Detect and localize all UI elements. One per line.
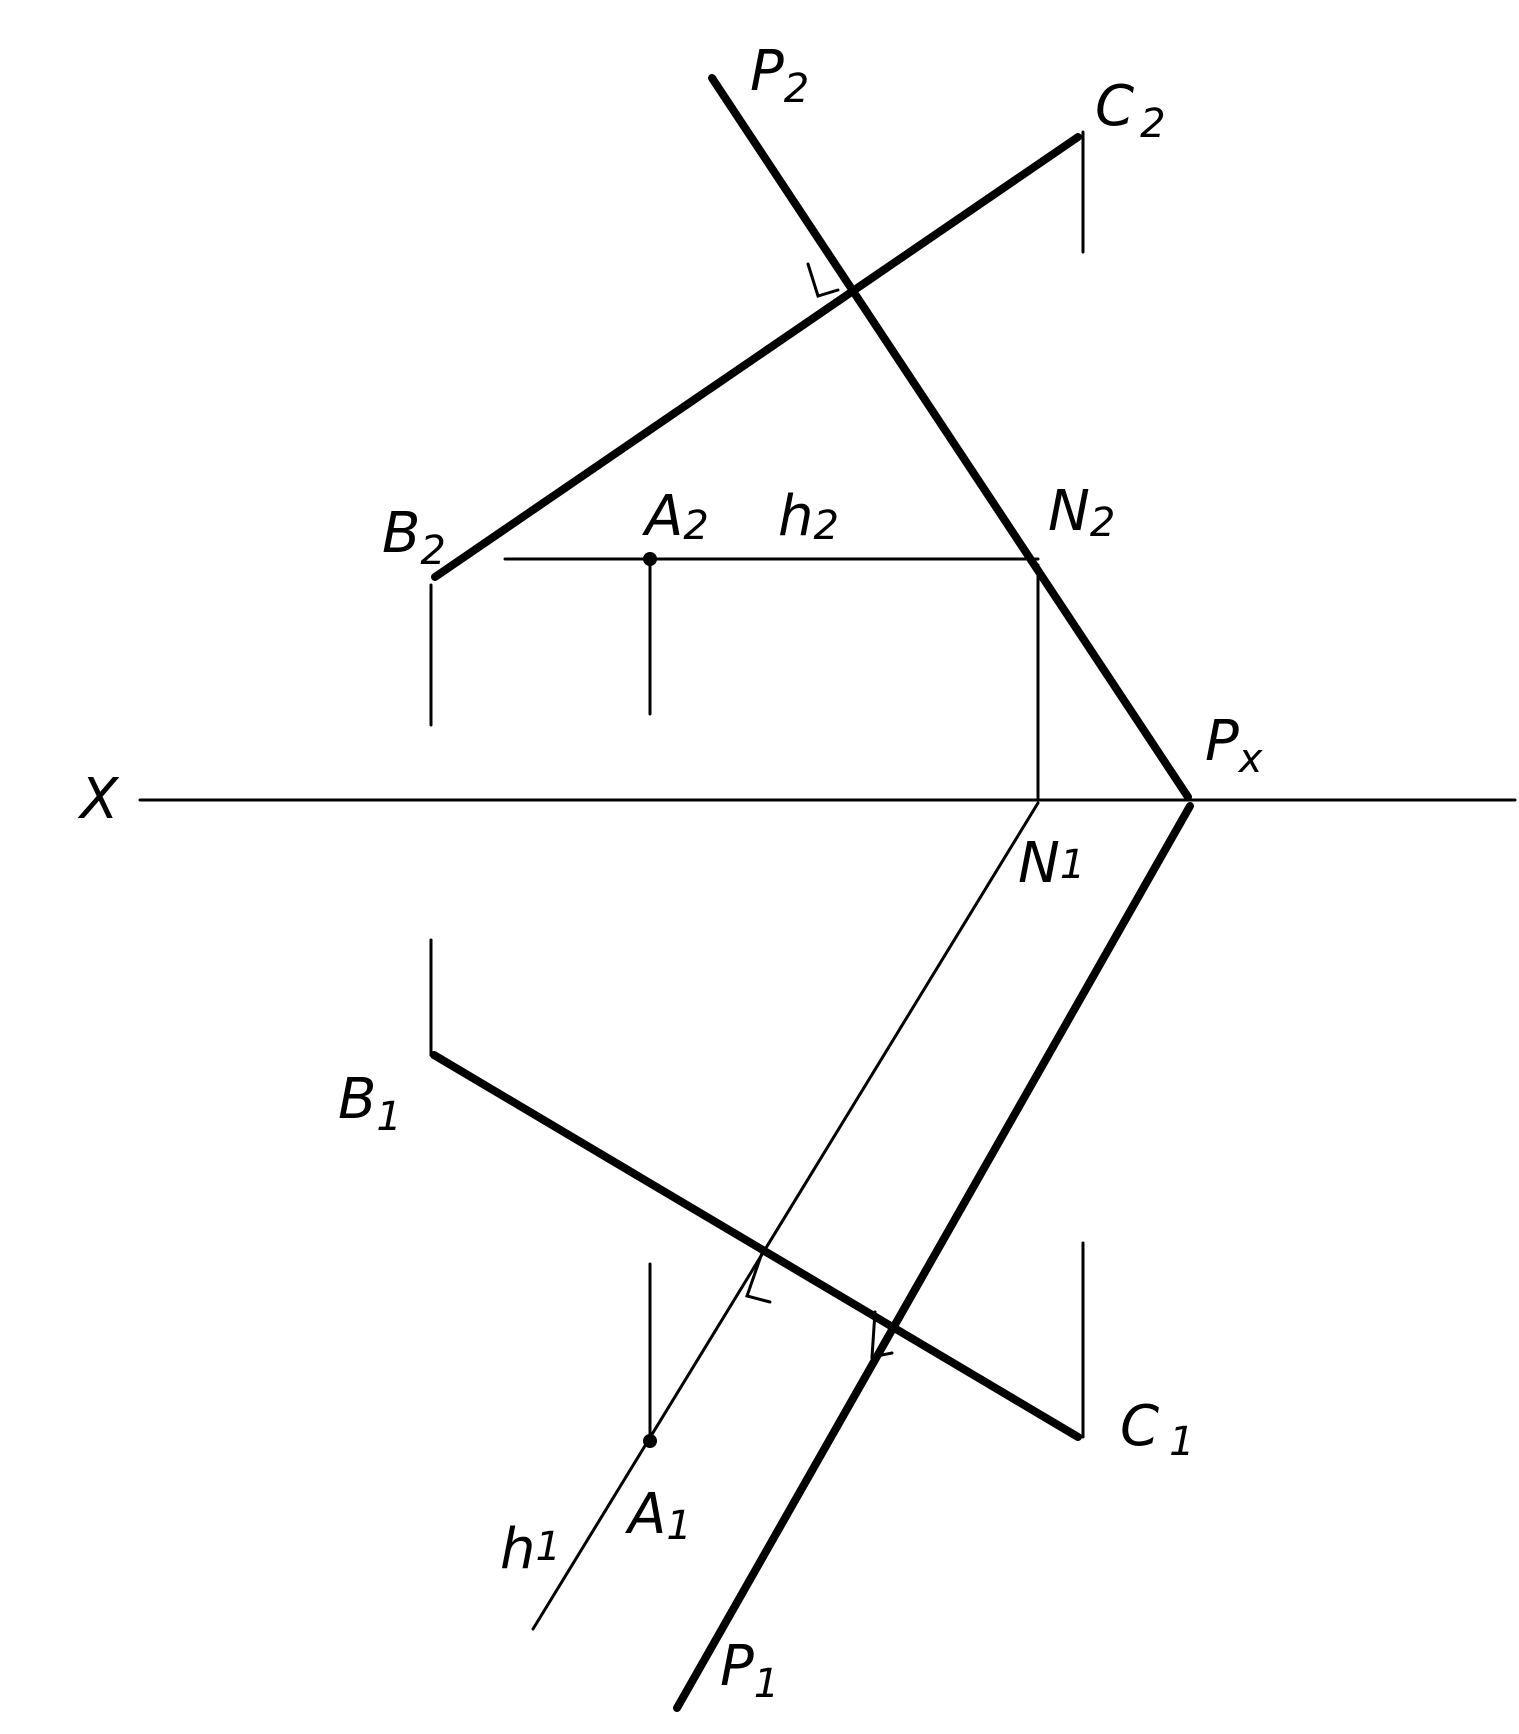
segment-b1c1 (430, 1051, 1082, 1441)
label-b1: B1 (338, 1067, 402, 1140)
label-a1: A1 (625, 1482, 692, 1549)
label-b2: B2 (382, 501, 446, 574)
right-angle-mark-lower-left (745, 1251, 772, 1304)
point-a1 (643, 1434, 657, 1448)
label-h2: h2 (778, 484, 839, 549)
point-a2 (643, 552, 657, 566)
horizontal-h1 (531, 801, 1040, 1631)
link-b1-tick (429, 1053, 442, 1060)
right-angle-mark-lower-right (870, 1310, 894, 1359)
label-px: Px (1205, 709, 1263, 782)
label-a2: A2 (642, 484, 709, 549)
trace-p2 (708, 74, 1192, 801)
label-p2: P2 (750, 39, 809, 112)
segment-b2c2 (431, 133, 1082, 581)
label-n1: N1 (1018, 831, 1085, 896)
label-h1: h1 (500, 1517, 561, 1582)
label-n2: N2 (1048, 479, 1115, 546)
trace-p1 (673, 802, 1194, 1712)
label-x: X (77, 767, 120, 832)
label-p1: P1 (720, 1634, 779, 1707)
right-angle-mark-upper (806, 262, 840, 298)
